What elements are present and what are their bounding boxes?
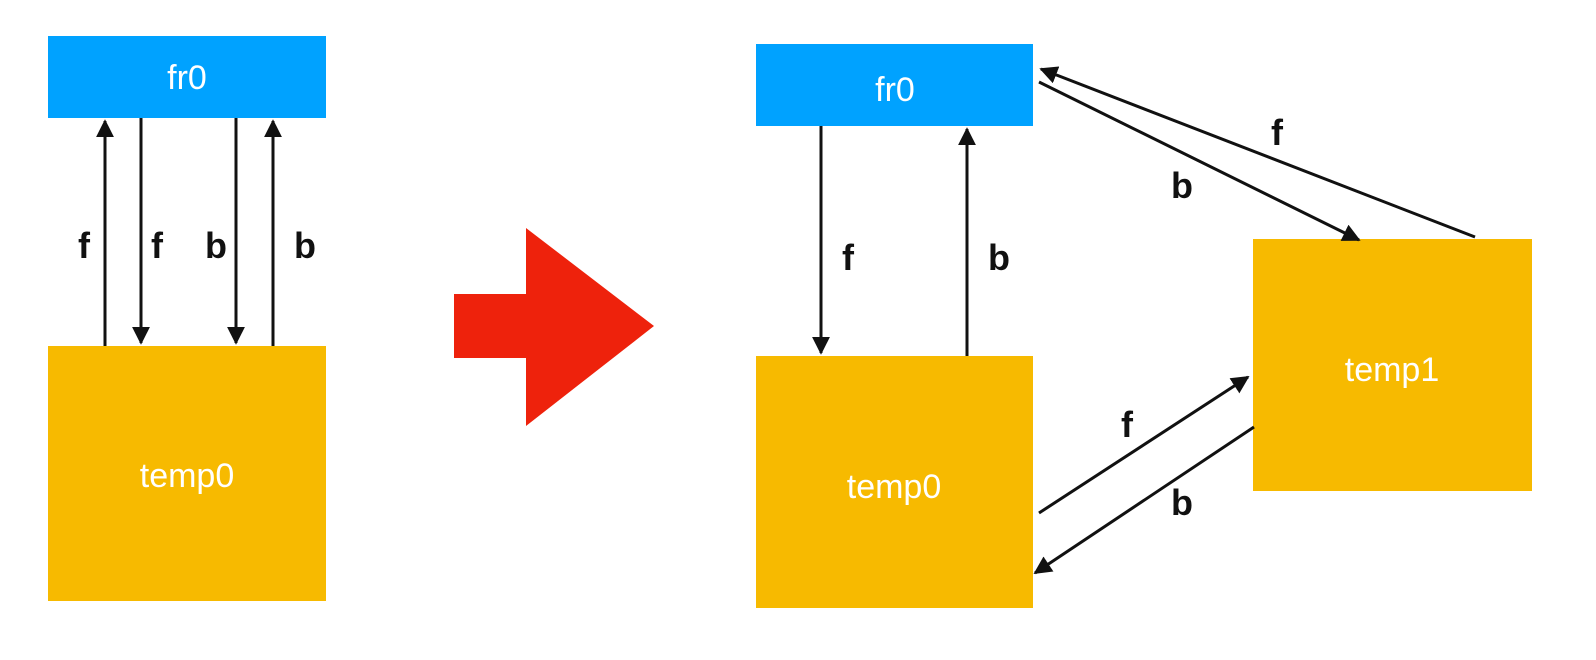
after-temp1-label: temp1 bbox=[1345, 351, 1440, 389]
after-temp0-box bbox=[756, 356, 1033, 608]
before-temp0-box bbox=[48, 346, 326, 601]
after-edge-label-b-fr0-temp1: b bbox=[1171, 165, 1193, 206]
before-edge-label-b-down: b bbox=[205, 225, 227, 266]
after-edge-label-b-temp0-fr0: b bbox=[988, 237, 1010, 278]
before-edge-label-f-down: f bbox=[151, 225, 164, 266]
before-edge-label-f-up: f bbox=[78, 225, 91, 266]
before-temp0-label: temp0 bbox=[140, 457, 235, 495]
after-edge-label-f-temp1-fr0: f bbox=[1271, 112, 1284, 153]
after-edge-f-temp0-temp1 bbox=[1038, 375, 1250, 515]
after-temp0-label: temp0 bbox=[847, 468, 942, 506]
before-fr0-label: fr0 bbox=[167, 59, 207, 97]
after-edge-f-temp1-fr0 bbox=[1039, 66, 1476, 239]
after-edge-label-b-temp1-temp0: b bbox=[1171, 482, 1193, 523]
after-fr0-box bbox=[756, 44, 1033, 126]
after-edge-label-f-fr0-temp0: f bbox=[842, 237, 855, 278]
after-temp1-box bbox=[1253, 239, 1532, 491]
after-edge-label-f-temp0-temp1: f bbox=[1121, 404, 1134, 445]
after-edge-b-fr0-temp1 bbox=[1038, 80, 1361, 242]
after-edge-b-temp1-temp0 bbox=[1033, 425, 1255, 575]
before-diagram: fr0 temp0 f f b b bbox=[48, 36, 326, 601]
before-fr0-box bbox=[48, 36, 326, 118]
right-arrow-icon bbox=[454, 228, 654, 426]
after-diagram: fr0 temp0 temp1 f b b f f b bbox=[756, 44, 1532, 608]
before-edge-label-b-up: b bbox=[294, 225, 316, 266]
after-fr0-label: fr0 bbox=[875, 71, 915, 109]
